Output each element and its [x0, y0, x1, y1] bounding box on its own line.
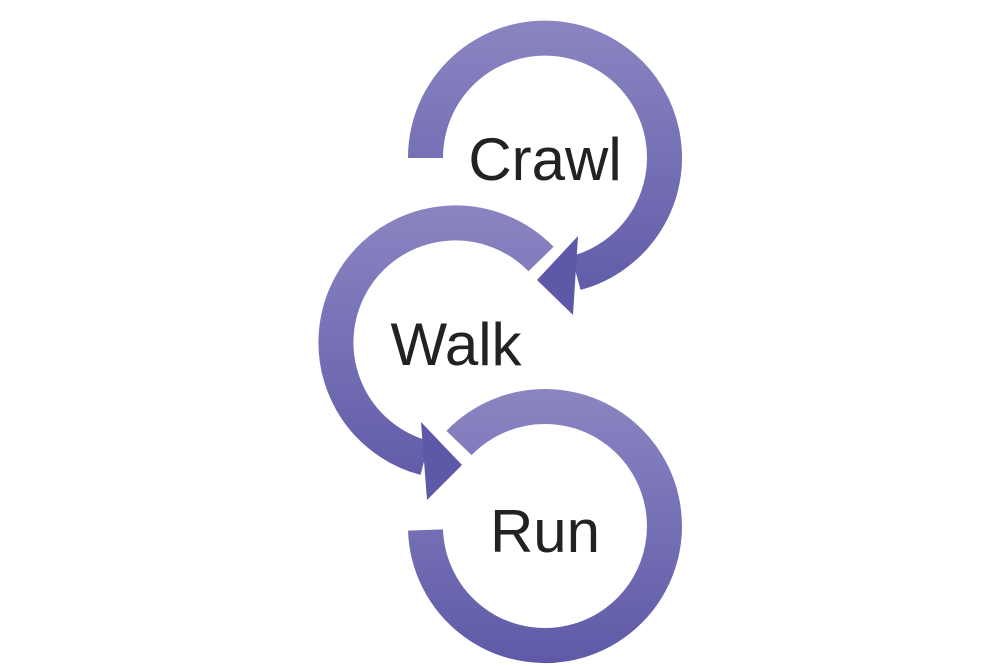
crawl-cycle-arrow: [407, 20, 682, 315]
walk-cycle-arrow: [318, 205, 554, 500]
walk-arrowhead-icon: [421, 422, 462, 500]
run-cycle-arrow: [408, 389, 682, 664]
stage-label-walk: Walk: [390, 311, 522, 378]
crawl-arrowhead-icon: [537, 236, 578, 315]
stage-label-run: Run: [490, 498, 600, 565]
stage-label-crawl: Crawl: [468, 126, 621, 193]
